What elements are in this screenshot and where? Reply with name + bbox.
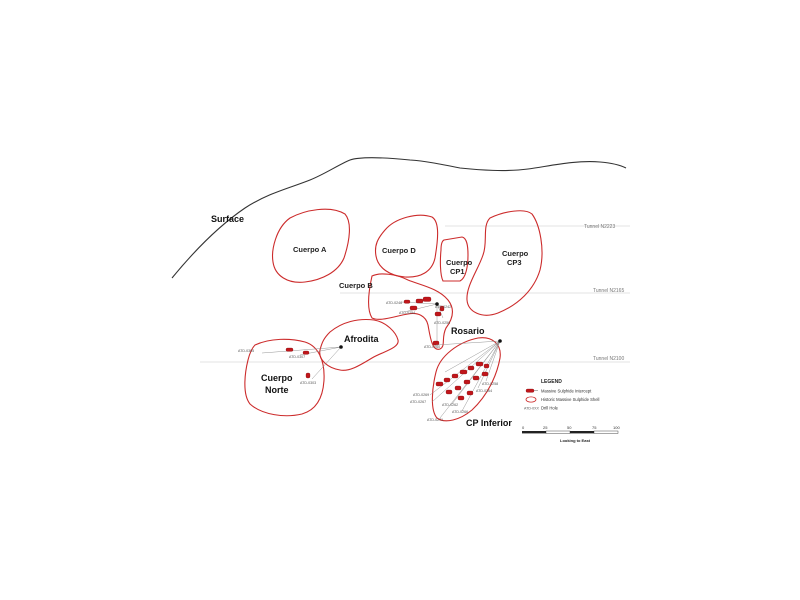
- sulphide-intercept: [439, 305, 445, 312]
- scale-tick-25: 25: [543, 425, 548, 430]
- scale-segment: [522, 431, 546, 434]
- tunnel-label-n2165: Tunnel N2165: [593, 288, 624, 294]
- sulphide-intercept: [415, 298, 424, 304]
- drill-hole-label: ATD-0254: [399, 311, 415, 315]
- label-cuerpo-norte-line2: Norte: [265, 385, 289, 395]
- shell-cuerpo-d: [374, 214, 439, 278]
- drill-hole-label: ATD-0242: [435, 305, 451, 309]
- drill-hole-trace: [451, 340, 501, 405]
- drill-collar-cuerpo-b: [435, 302, 439, 306]
- sulphide-intercept: [435, 381, 444, 387]
- label-cuerpo-cp3-line1: Cuerpo: [502, 249, 529, 258]
- drill-hole-label: ATD-0271: [427, 418, 443, 422]
- sulphide-intercept: [285, 347, 294, 352]
- shell-cp-inferior: [431, 337, 501, 422]
- sulphide-intercept: [422, 296, 432, 302]
- drill-hole-trace: [461, 340, 501, 412]
- sulphide-intercept: [302, 350, 310, 355]
- drill-collar-afrodita: [339, 345, 343, 349]
- label-cuerpo-a: Cuerpo A: [293, 245, 327, 254]
- label-cuerpo-norte-line1: Cuerpo: [261, 373, 293, 383]
- drill-hole-trace: [311, 346, 342, 380]
- drill-hole-label: ATD-0262: [442, 403, 458, 407]
- sulphide-intercept: [305, 372, 311, 379]
- label-cuerpo-b: Cuerpo B: [339, 281, 373, 290]
- sulphide-intercept: [483, 363, 490, 369]
- shell-afrodita: [319, 318, 399, 371]
- label-afrodita: Afrodita: [344, 334, 379, 344]
- drill-hole-label: ATD-0269: [413, 393, 429, 397]
- sulphide-intercept: [463, 379, 471, 385]
- scale-caption: Looking to East: [560, 438, 591, 443]
- drill-hole-label: ATD-0264: [476, 389, 492, 393]
- sulphide-intercept: [409, 305, 418, 311]
- surface-label: Surface: [211, 214, 244, 224]
- drill-hole-trace: [485, 340, 501, 382]
- drill-hole-label: ATD-0266: [452, 410, 468, 414]
- scale-segment: [545, 430, 571, 434]
- drill-hole-label: ATD-0246: [386, 301, 402, 305]
- sulphide-intercept: [443, 377, 451, 383]
- label-cp-inferior: CP Inferior: [466, 418, 512, 428]
- scale-tick-0: 0: [522, 425, 525, 430]
- label-rosario: Rosario: [451, 326, 485, 336]
- tunnel-label-n2100: Tunnel N2100: [593, 356, 624, 362]
- sulphide-intercept: [481, 371, 489, 377]
- sulphide-intercept: [472, 375, 480, 381]
- drill-hole-label: ATD-0307: [289, 355, 305, 359]
- drill-hole-label: ATD-0260: [424, 345, 440, 349]
- legend-intercept-swatch: [525, 388, 535, 393]
- drill-hole-trace: [436, 303, 444, 319]
- scale-tick-75: 75: [592, 425, 597, 430]
- scale-segment: [570, 431, 594, 434]
- shell-cuerpo-b: [368, 273, 454, 350]
- sulphide-intercept: [403, 299, 411, 304]
- drill-hole-label: ATD-0258: [482, 382, 498, 386]
- scale-tick-50: 50: [567, 425, 572, 430]
- label-cuerpo-d: Cuerpo D: [382, 246, 416, 255]
- sulphide-intercept: [466, 390, 474, 396]
- drill-hole-trace: [444, 340, 501, 373]
- sulphide-intercept: [451, 373, 459, 379]
- sulphide-intercept: [454, 385, 462, 391]
- sulphide-intercept: [434, 311, 442, 317]
- drill-hole-trace: [477, 340, 501, 389]
- sulphide-intercept: [445, 389, 453, 395]
- label-cuerpo-cp3-line2: CP3: [507, 258, 522, 267]
- shell-cuerpo-cp1: [439, 236, 469, 282]
- sulphide-intercept: [457, 395, 465, 401]
- label-cuerpo-cp1-line2: CP1: [450, 267, 465, 276]
- drill-hole-label: ATD-0305: [238, 349, 254, 353]
- legend-drill-symbol: ATD-0XX: [524, 407, 540, 411]
- legend-shell-swatch: [525, 396, 537, 403]
- drill-hole-trace: [261, 346, 342, 354]
- drill-hole-label: ATD-0267: [410, 400, 426, 404]
- label-cuerpo-cp1-line1: Cuerpo: [446, 258, 473, 267]
- scale-segment: [593, 430, 619, 434]
- shell-cuerpo-cp3: [466, 210, 543, 316]
- scale-tick-100: 100: [613, 425, 620, 430]
- legend-label-drill-hole: Drill Hole: [541, 406, 559, 411]
- drill-hole-trace: [403, 303, 438, 313]
- sulphide-intercept: [459, 369, 468, 375]
- surface-topography-line: [171, 157, 627, 279]
- shell-cuerpo-a: [272, 208, 350, 283]
- drill-fan-cp-inferior: [429, 340, 501, 419]
- drill-hole-label: ATD-0256: [434, 321, 450, 325]
- legend: LEGEND Massive Sulphide Intercept Histor…: [524, 379, 599, 411]
- drill-hole-trace: [435, 340, 501, 346]
- legend-label-intercept: Massive Sulphide Intercept: [541, 389, 592, 394]
- scale-bar: 0 25 50 75 100 Looking to East: [522, 425, 620, 443]
- legend-label-shell: Historic Massive Sulphide Shell: [541, 397, 599, 402]
- drill-collar-rosario: [498, 339, 502, 343]
- sulphide-intercept: [467, 365, 475, 371]
- sulphide-intercept: [475, 361, 484, 367]
- shell-cuerpo-norte: [244, 338, 325, 417]
- legend-title: LEGEND: [541, 379, 562, 385]
- tunnel-label-n2223: Tunnel N2223: [584, 224, 615, 230]
- drill-hole-label: ATD-0303: [300, 381, 316, 385]
